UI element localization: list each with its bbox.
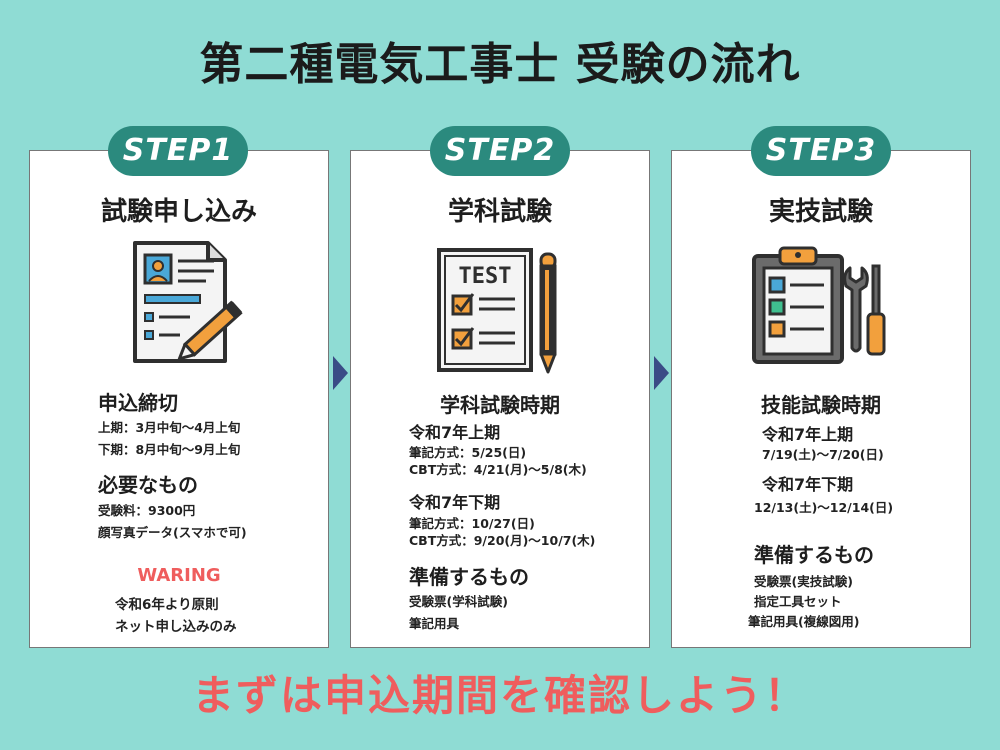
needs-line-2: 顔写真データ(スマホで可): [98, 525, 247, 540]
step1-card: 試験申し込み 申込締切 上期：3月中旬〜4月上旬 下期：8月中旬〜9月上旬 必要…: [29, 150, 329, 648]
first-half-line-2: CBT方式：4/21(月)〜5/8(木): [409, 462, 587, 477]
prep-line-2-step2: 筆記用具: [409, 616, 460, 631]
step2-card: 学科試験 TEST 学科試験時期 令和7年上期 筆記方式：5/25(日) CBT…: [350, 150, 650, 648]
application-form-icon: [133, 241, 243, 363]
needs-heading: 必要なもの: [98, 473, 198, 497]
step2-title: 学科試験: [447, 197, 552, 227]
page-title: 第二種電気工事士 受験の流れ: [199, 39, 801, 90]
second-half-heading-step3: 令和7年下期: [762, 475, 854, 494]
step3-title: 実技試験: [768, 197, 873, 227]
prep-line-2-step3: 指定工具セット: [754, 594, 842, 609]
deadline-line-2: 下期：8月中旬〜9月上旬: [98, 442, 241, 457]
prep-line-1-step2: 受験票(学科試験): [409, 594, 508, 609]
first-half-heading-step3: 令和7年上期: [762, 425, 854, 444]
second-half-date-step3: 12/13(土)〜12/14(日): [754, 500, 894, 515]
written-period-heading: 学科試験時期: [440, 393, 560, 417]
step3-card: 実技試験 技能試験時期 令和7年上期 7/19(土)〜7/20(日) 令和7年下…: [671, 150, 971, 648]
warning-label: WARING: [137, 565, 221, 586]
step1-badge: STEP1: [108, 126, 248, 176]
first-half-date-step3: 7/19(土)〜7/20(日): [762, 447, 884, 462]
second-half-heading: 令和7年下期: [409, 493, 501, 512]
prep-line-3-step3: 筆記用具(複線図用): [748, 614, 860, 629]
clipboard-tools-icon: [752, 246, 886, 364]
first-half-line-1: 筆記方式：5/25(日): [409, 445, 527, 460]
skill-period-heading: 技能試験時期: [761, 393, 881, 417]
warning-line-1: 令和6年より原則: [115, 597, 219, 613]
second-half-line-1: 筆記方式：10/27(日): [409, 516, 535, 531]
first-half-heading: 令和7年上期: [409, 423, 501, 442]
test-sheet-icon: TEST: [437, 248, 557, 374]
footer-callout: まずは申込期間を確認しよう！: [191, 671, 808, 720]
prep-heading-step3: 準備するもの: [754, 543, 874, 567]
prep-line-1-step3: 受験票(実技試験): [754, 574, 853, 589]
deadline-heading: 申込締切: [98, 391, 178, 415]
step3-badge: STEP3: [751, 126, 891, 176]
prep-heading-step2: 準備するもの: [409, 565, 529, 589]
step1-title: 試験申し込み: [100, 197, 257, 227]
step-arrow-1: [333, 356, 348, 390]
deadline-line-1: 上期：3月中旬〜4月上旬: [98, 420, 241, 435]
test-label: TEST: [459, 264, 512, 289]
step2-badge: STEP2: [430, 126, 570, 176]
step-arrow-2: [654, 356, 669, 390]
needs-line-1: 受験料：9300円: [98, 503, 196, 518]
second-half-line-2: CBT方式：9/20(月)〜10/7(木): [409, 533, 596, 548]
warning-line-2: ネット申し込みのみ: [115, 619, 237, 635]
